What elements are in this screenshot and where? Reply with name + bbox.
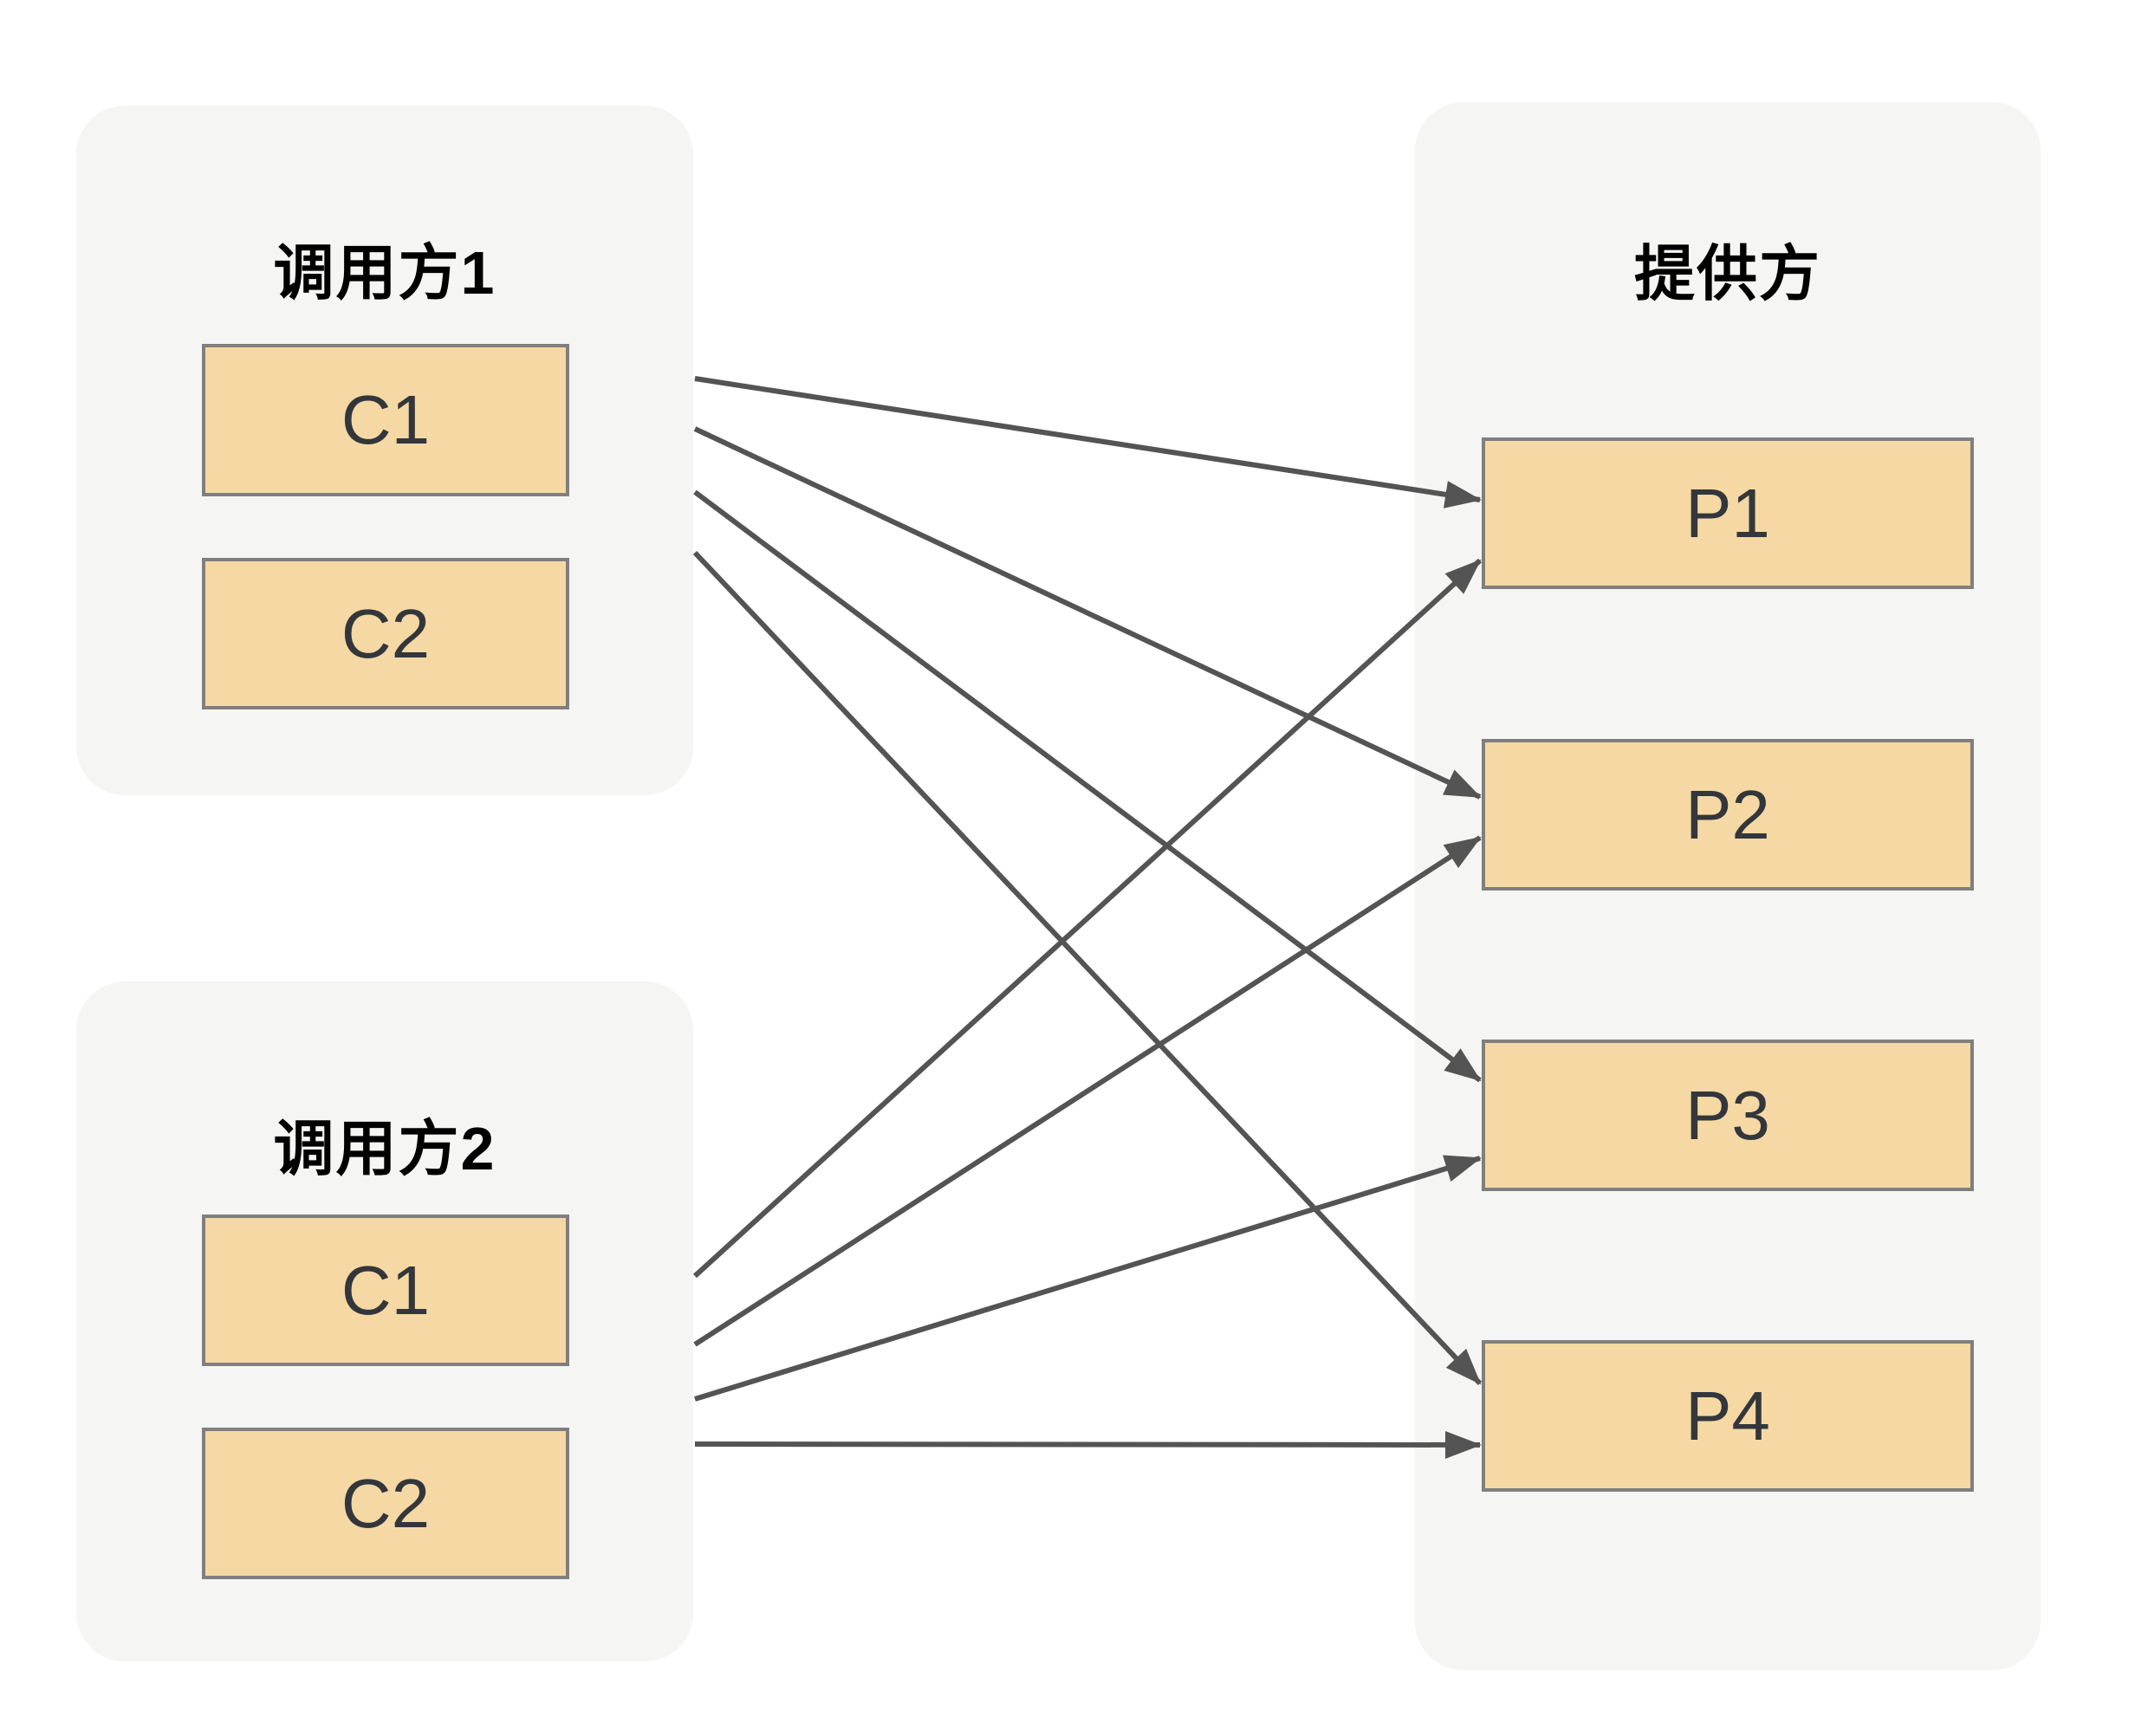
arrow-caller1-to-p3 [693,489,1482,1083]
node-caller2-c2: C2 [202,1428,569,1579]
node-provider-p3: P3 [1482,1040,1974,1191]
arrow-caller2-to-p1 [692,558,1483,1279]
arrow-caller1-to-p1 [694,376,1482,508]
arrow-caller2-to-p3 [694,1155,1482,1402]
arrow-caller2-to-p2 [693,835,1482,1347]
arrow-caller1-to-p2 [693,426,1482,800]
node-provider-p4: P4 [1482,1340,1974,1492]
node-caller1-c2: C2 [202,558,569,709]
node-caller1-c1: C1 [202,344,569,496]
group-caller2-title: 调用方2 [273,1115,496,1183]
arrow-caller2-to-p4 [694,1430,1482,1459]
group-caller1-title: 调用方1 [273,239,496,308]
node-provider-p2: P2 [1482,739,1974,891]
node-caller2-c1: C1 [202,1215,569,1366]
node-provider-p1: P1 [1482,437,1974,589]
group-provider-title: 提供方 [1634,240,1821,308]
arrow-caller1-to-p4 [692,550,1483,1386]
